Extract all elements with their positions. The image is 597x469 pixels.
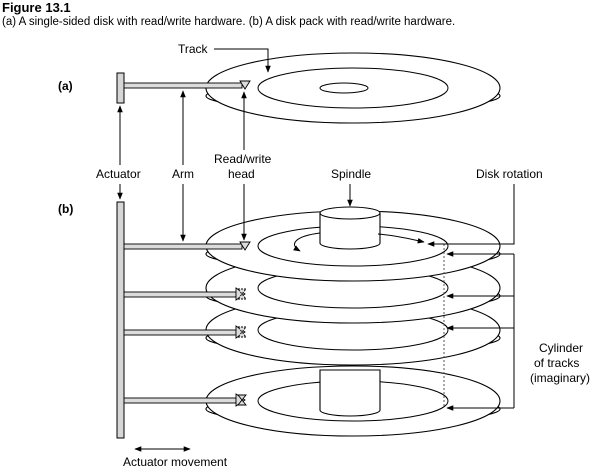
cylinder-label-line2: of tracks: [534, 356, 579, 370]
cylinder-label-line1: Cylinder: [539, 341, 583, 355]
arm-pair-4: [123, 393, 247, 407]
read-write-head-label-line2: head: [228, 167, 255, 181]
part-a-label: (a): [58, 79, 73, 93]
read-write-head-label-line1: Read/write: [214, 152, 272, 166]
actuator-movement-label: Actuator movement: [123, 455, 228, 469]
disk-rotation-label: Disk rotation: [476, 167, 543, 181]
cylinder-label-line3: (imaginary): [530, 371, 590, 385]
track-label: Track: [178, 42, 209, 56]
read-write-head-b-1: [239, 241, 251, 251]
arm-pair-3: [123, 325, 247, 339]
actuator-a: [116, 72, 125, 104]
arm-a: [123, 82, 243, 89]
cylinder-pointers: [446, 251, 515, 411]
arm-pair-2: [123, 287, 247, 301]
figure-number: Figure 13.1: [2, 0, 71, 15]
rotation-arrow-left: [293, 232, 321, 252]
disk-rotation-pointer: [427, 184, 515, 247]
track-pointer: [214, 48, 271, 73]
actuator-b: [116, 201, 125, 439]
read-write-head-a: [239, 80, 251, 90]
part-b-label: (b): [58, 202, 73, 216]
single-disk-track: [257, 67, 449, 109]
single-disk-hub: [319, 82, 369, 94]
figure-caption: (a) A single-sided disk with read/write …: [2, 16, 456, 28]
actuator-label: Actuator: [96, 167, 141, 181]
arm-label: Arm: [172, 167, 194, 181]
spindle-lower: [319, 369, 381, 417]
spindle-label: Spindle: [331, 167, 371, 181]
single-disk-platter: [205, 52, 501, 124]
arm-b-1: [123, 243, 243, 250]
rotation-arrow-right: [377, 233, 425, 244]
disk-pack-platter-4: [205, 365, 501, 437]
spindle: [319, 206, 381, 250]
